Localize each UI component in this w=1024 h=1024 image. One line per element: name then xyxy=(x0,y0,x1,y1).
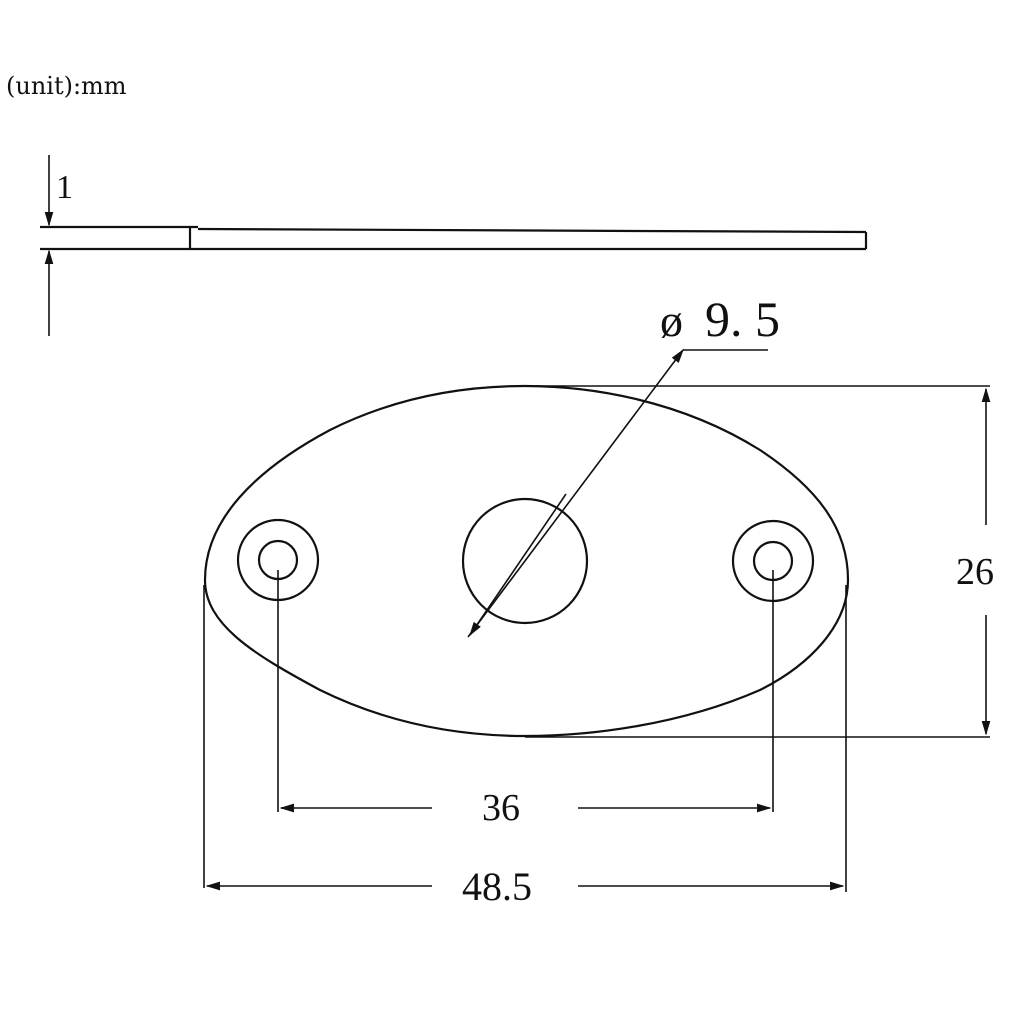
side-view xyxy=(40,155,868,336)
height-dimension-lines xyxy=(525,385,991,738)
center-hole xyxy=(461,497,589,625)
thickness-dimension: 1 xyxy=(56,169,73,206)
diameter-leader xyxy=(467,348,684,638)
center-hole-dimension: 9. 5 xyxy=(705,291,780,347)
hole-spacing-dimension: 36 xyxy=(482,787,520,829)
unit-label: (unit):mm xyxy=(6,72,127,100)
overall-length-dimension: 48.5 xyxy=(462,864,532,909)
diameter-symbol: ø xyxy=(660,295,683,346)
overall-length-lines xyxy=(203,585,847,892)
hole-spacing-lines xyxy=(277,570,774,813)
plate-outline xyxy=(203,384,850,738)
height-dimension: 26 xyxy=(956,551,994,593)
